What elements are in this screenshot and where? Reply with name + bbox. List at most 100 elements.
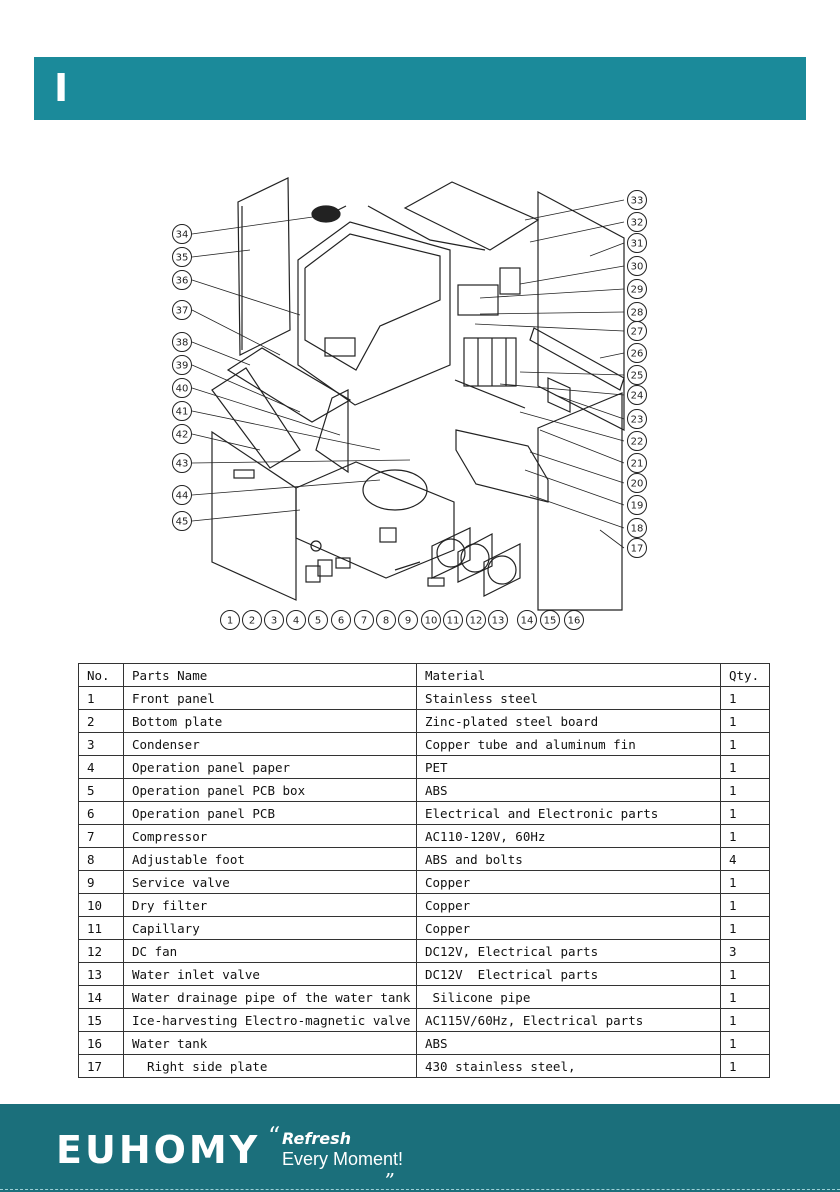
callout-number: 40 xyxy=(176,384,189,395)
col-header-parts-name: Parts Name xyxy=(123,663,417,687)
callout-number: 5 xyxy=(315,616,321,627)
callout-circle xyxy=(172,270,192,290)
cell-parts-name: Dry filter xyxy=(123,893,417,917)
callout-circle xyxy=(466,610,486,630)
cell-parts-name: Capillary xyxy=(123,916,417,940)
cell-parts-name: DC fan xyxy=(123,939,417,963)
cell-parts-name: Front panel xyxy=(123,686,417,710)
cell-no: 5 xyxy=(78,778,124,802)
cell-material: Silicone pipe xyxy=(416,985,721,1009)
callout-number: 17 xyxy=(631,544,644,555)
callout-number: 38 xyxy=(176,338,189,349)
callout-number: 14 xyxy=(521,616,534,627)
callout-number: 22 xyxy=(631,437,644,448)
callout-circle xyxy=(627,473,647,493)
callout-number: 31 xyxy=(631,239,644,250)
callout-number: 4 xyxy=(293,616,299,627)
cell-parts-name: Condenser xyxy=(123,732,417,756)
callout-number: 6 xyxy=(338,616,344,627)
cell-no: 10 xyxy=(78,893,124,917)
section-header-bar: I xyxy=(34,57,806,120)
callout-circle xyxy=(331,610,351,630)
callout-number: 41 xyxy=(176,407,189,418)
cell-material: ABS xyxy=(416,1031,721,1055)
cell-material: Copper xyxy=(416,893,721,917)
callout-circle xyxy=(172,300,192,320)
cell-parts-name: Right side plate xyxy=(123,1054,417,1078)
callout-circle xyxy=(627,518,647,538)
cell-material: ABS xyxy=(416,778,721,802)
cell-parts-name: Operation panel PCB box xyxy=(123,778,417,802)
callout-number: 23 xyxy=(631,415,644,426)
callout-number: 42 xyxy=(176,430,189,441)
parts-table: No. Parts Name Material Qty. 1 Front pane… xyxy=(78,663,770,1078)
callout-number: 33 xyxy=(631,196,644,207)
cell-qty: 3 xyxy=(720,939,770,963)
callout-circle xyxy=(627,431,647,451)
cell-no: 12 xyxy=(78,939,124,963)
callout-number: 15 xyxy=(544,616,557,627)
callout-number: 7 xyxy=(361,616,367,627)
callout-circle xyxy=(242,610,262,630)
callout-number: 43 xyxy=(176,459,189,470)
cell-qty: 1 xyxy=(720,1054,770,1078)
diagram-drawing xyxy=(211,177,625,611)
cell-material: PET xyxy=(416,755,721,779)
cell-no: 8 xyxy=(78,847,124,871)
callout-leader-lines xyxy=(191,199,625,549)
cell-no: 11 xyxy=(78,916,124,940)
cell-no: 15 xyxy=(78,1008,124,1032)
callout-circle xyxy=(172,355,192,375)
callout-number: 37 xyxy=(176,306,189,317)
callout-circle xyxy=(286,610,306,630)
callout-number: 12 xyxy=(470,616,483,627)
callout-circle xyxy=(354,610,374,630)
cell-parts-name: Operation panel PCB xyxy=(123,801,417,825)
cell-material: DC12V, Electrical parts xyxy=(416,939,721,963)
callout-circle xyxy=(172,401,192,421)
table-header-row: No. Parts Name Material Qty. xyxy=(78,663,770,687)
cell-no: 4 xyxy=(78,755,124,779)
cell-parts-name: Service valve xyxy=(123,870,417,894)
callout-circle xyxy=(627,495,647,515)
callout-number: 9 xyxy=(405,616,411,627)
callout-number: 3 xyxy=(271,616,277,627)
cell-material: DC12V Electrical parts xyxy=(416,962,721,986)
cell-parts-name: Adjustable foot xyxy=(123,847,417,871)
callout-circle xyxy=(540,610,560,630)
cell-qty: 1 xyxy=(720,755,770,779)
cell-no: 16 xyxy=(78,1031,124,1055)
cell-parts-name: Compressor xyxy=(123,824,417,848)
callout-number: 13 xyxy=(492,616,505,627)
callout-circle xyxy=(376,610,396,630)
cell-qty: 1 xyxy=(720,1031,770,1055)
callout-circle xyxy=(627,212,647,232)
cell-qty: 1 xyxy=(720,985,770,1009)
cell-qty: 1 xyxy=(720,916,770,940)
callout-number: 1 xyxy=(227,616,233,627)
cell-qty: 1 xyxy=(720,686,770,710)
cell-qty: 1 xyxy=(720,962,770,986)
callout-circle xyxy=(627,365,647,385)
callout-circle xyxy=(627,409,647,429)
callout-number: 34 xyxy=(176,230,189,241)
callout-number: 36 xyxy=(176,276,189,287)
callout-circle xyxy=(172,424,192,444)
cell-material: AC110-120V, 60Hz xyxy=(416,824,721,848)
callout-circle xyxy=(627,190,647,210)
callout-number: 45 xyxy=(176,517,189,528)
cell-no: 6 xyxy=(78,801,124,825)
cell-no: 3 xyxy=(78,732,124,756)
callout-number: 25 xyxy=(631,371,644,382)
cell-material: Copper xyxy=(416,870,721,894)
